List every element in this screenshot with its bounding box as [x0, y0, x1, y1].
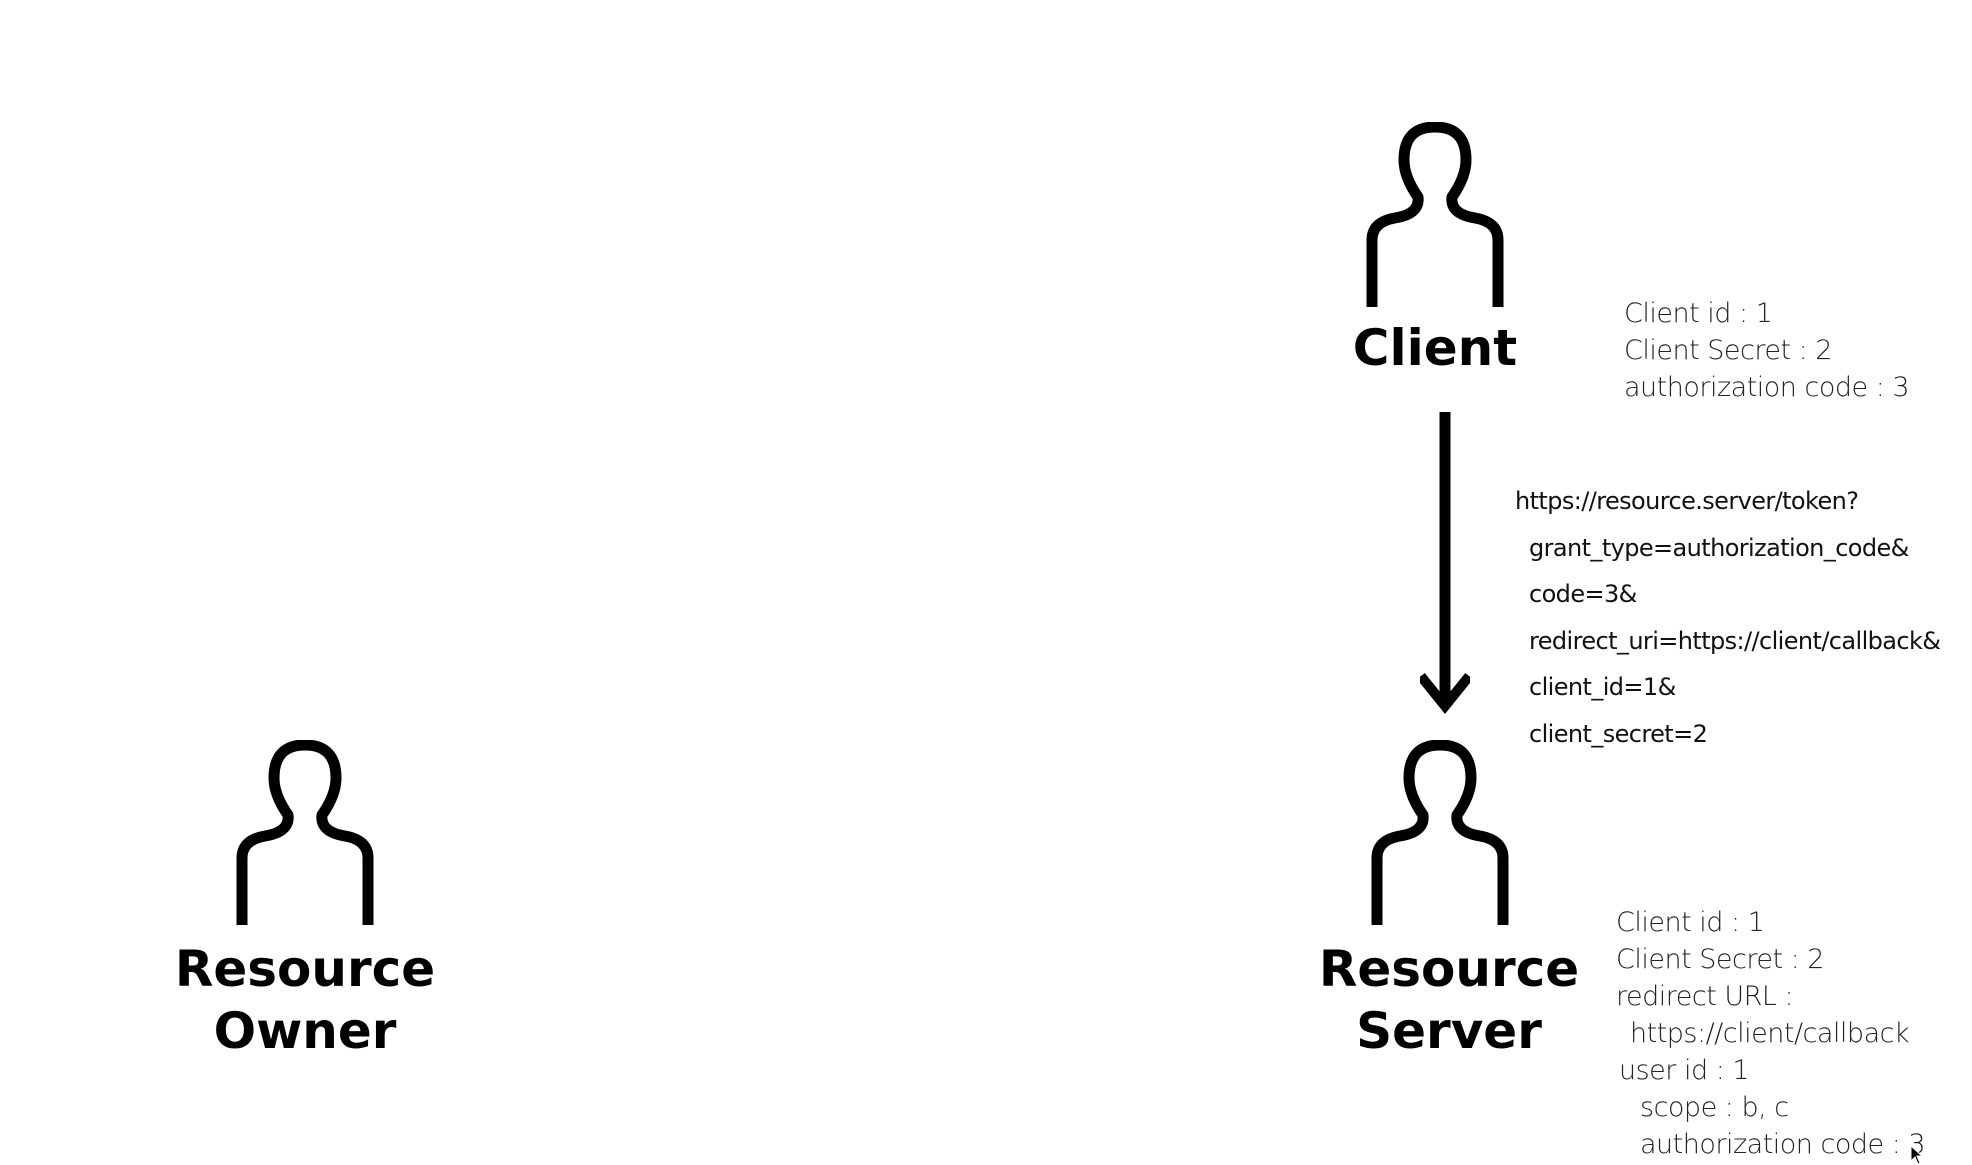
client-person-icon	[1360, 122, 1510, 312]
client-info-line: Client id : 1	[1624, 298, 1773, 329]
server-info-line: Client id : 1	[1616, 907, 1765, 938]
request-param-line: client_id=1&	[1529, 673, 1676, 701]
server-info-line: authorization code : 3	[1640, 1129, 1926, 1160]
request-param-line: code=3&	[1529, 580, 1637, 608]
server-info-line: redirect URL :	[1616, 981, 1794, 1012]
server-info-line: https://client/callback	[1630, 1018, 1910, 1049]
server-info-line: Client Secret : 2	[1616, 944, 1825, 975]
request-param-line: grant_type=authorization_code&	[1529, 533, 1909, 562]
server-info-line: user id : 1	[1619, 1055, 1750, 1086]
request-param-line: client_secret=2	[1529, 719, 1708, 748]
resource-server-person-icon	[1365, 740, 1515, 930]
resource-server-label: Resource Server	[1318, 940, 1580, 1060]
client-info-block: Client id : 1 Client Secret : 2 authoriz…	[1624, 295, 1910, 406]
request-url-line: https://resource.server/token?	[1515, 487, 1859, 515]
token-request-block: https://resource.server/token? grant_typ…	[1515, 478, 1941, 757]
resource-owner-label: Resource Owner	[174, 940, 436, 1060]
server-info-line: scope : b, c	[1640, 1092, 1789, 1123]
server-info-block: Client id : 1 Client Secret : 2 redirect…	[1616, 904, 1926, 1163]
resource-owner-person-icon	[230, 740, 380, 930]
down-arrow-icon	[1420, 412, 1470, 714]
client-info-line: Client Secret : 2	[1624, 335, 1833, 366]
client-label: Client	[1352, 319, 1518, 377]
request-param-line: redirect_uri=https://client/callback&	[1529, 626, 1941, 655]
client-info-line: authorization code : 3	[1624, 372, 1910, 403]
mouse-cursor-icon	[1910, 1145, 1924, 1165]
